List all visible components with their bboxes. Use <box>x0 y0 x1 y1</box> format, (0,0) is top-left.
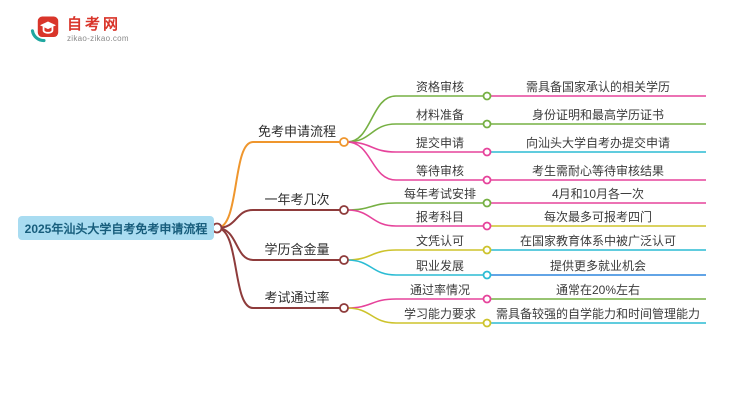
leaf-node: 向汕头大学自考办提交申请 <box>525 136 670 150</box>
child-dot <box>482 270 492 280</box>
child-dot <box>482 245 492 255</box>
child-dot <box>482 294 492 304</box>
child-curve <box>346 202 397 211</box>
graduation-cap-logo-icon <box>30 16 59 43</box>
leaf-node: 在国家教育体系中被广泛认可 <box>519 234 676 248</box>
child-curve <box>346 123 397 143</box>
branch-curve <box>216 227 254 261</box>
logo-url: zikao-zikao.com <box>67 34 129 43</box>
sub-node: 通过率情况 <box>409 283 470 297</box>
child-dot <box>482 91 492 101</box>
branch-curve <box>216 141 254 229</box>
leaf-node: 身份证明和最高学历证书 <box>531 108 664 122</box>
child-curve <box>346 95 397 143</box>
branch-node: 学历含金量 <box>264 242 330 257</box>
child-curve <box>346 249 397 261</box>
child-curve <box>346 298 397 309</box>
root-topic-node: 2025年汕头大学自考免考申请流程 <box>18 216 214 240</box>
leaf-node: 通常在20%左右 <box>555 283 641 297</box>
branch-dot <box>339 255 349 265</box>
branch-curve <box>216 227 254 309</box>
branch-node: 考试通过率 <box>264 290 330 305</box>
sub-node: 等待审核 <box>415 164 464 178</box>
sub-node: 文凭认可 <box>415 234 464 248</box>
leaf-node: 提供更多就业机会 <box>549 259 646 273</box>
sub-node: 学习能力要求 <box>403 307 476 321</box>
branch-dot <box>339 303 349 313</box>
leaf-node: 考生需耐心等待审核结果 <box>531 164 664 178</box>
site-logo: 自考网 zikao-zikao.com <box>28 13 129 45</box>
logo-title: 自考网 <box>67 16 122 33</box>
branch-node: 一年考几次 <box>264 192 330 207</box>
branch-node: 免考申请流程 <box>257 124 336 139</box>
child-curve <box>346 259 397 276</box>
child-curve <box>346 307 397 324</box>
child-curve <box>346 141 397 181</box>
logo-text-block: 自考网 zikao-zikao.com <box>67 15 129 43</box>
child-dot <box>482 119 492 129</box>
leaf-node: 需具备国家承认的相关学历 <box>525 80 670 94</box>
child-dot <box>482 221 492 231</box>
leaf-node: 需具备较强的自学能力和时间管理能力 <box>495 307 700 321</box>
branch-dot <box>339 137 349 147</box>
sub-node: 报考科目 <box>415 210 464 224</box>
child-dot <box>482 175 492 185</box>
sub-node: 材料准备 <box>415 108 464 122</box>
branch-dot <box>339 205 349 215</box>
sub-node: 提交申请 <box>415 136 464 150</box>
child-curve <box>346 209 397 227</box>
leaf-node: 每次最多可报考四门 <box>543 210 652 224</box>
child-dot <box>482 198 492 208</box>
leaf-node: 4月和10月各一次 <box>551 187 645 201</box>
child-dot <box>482 318 492 328</box>
sub-node: 资格审核 <box>415 80 464 94</box>
sub-node: 每年考试安排 <box>403 187 476 201</box>
sub-node: 职业发展 <box>415 259 464 273</box>
child-dot <box>482 147 492 157</box>
